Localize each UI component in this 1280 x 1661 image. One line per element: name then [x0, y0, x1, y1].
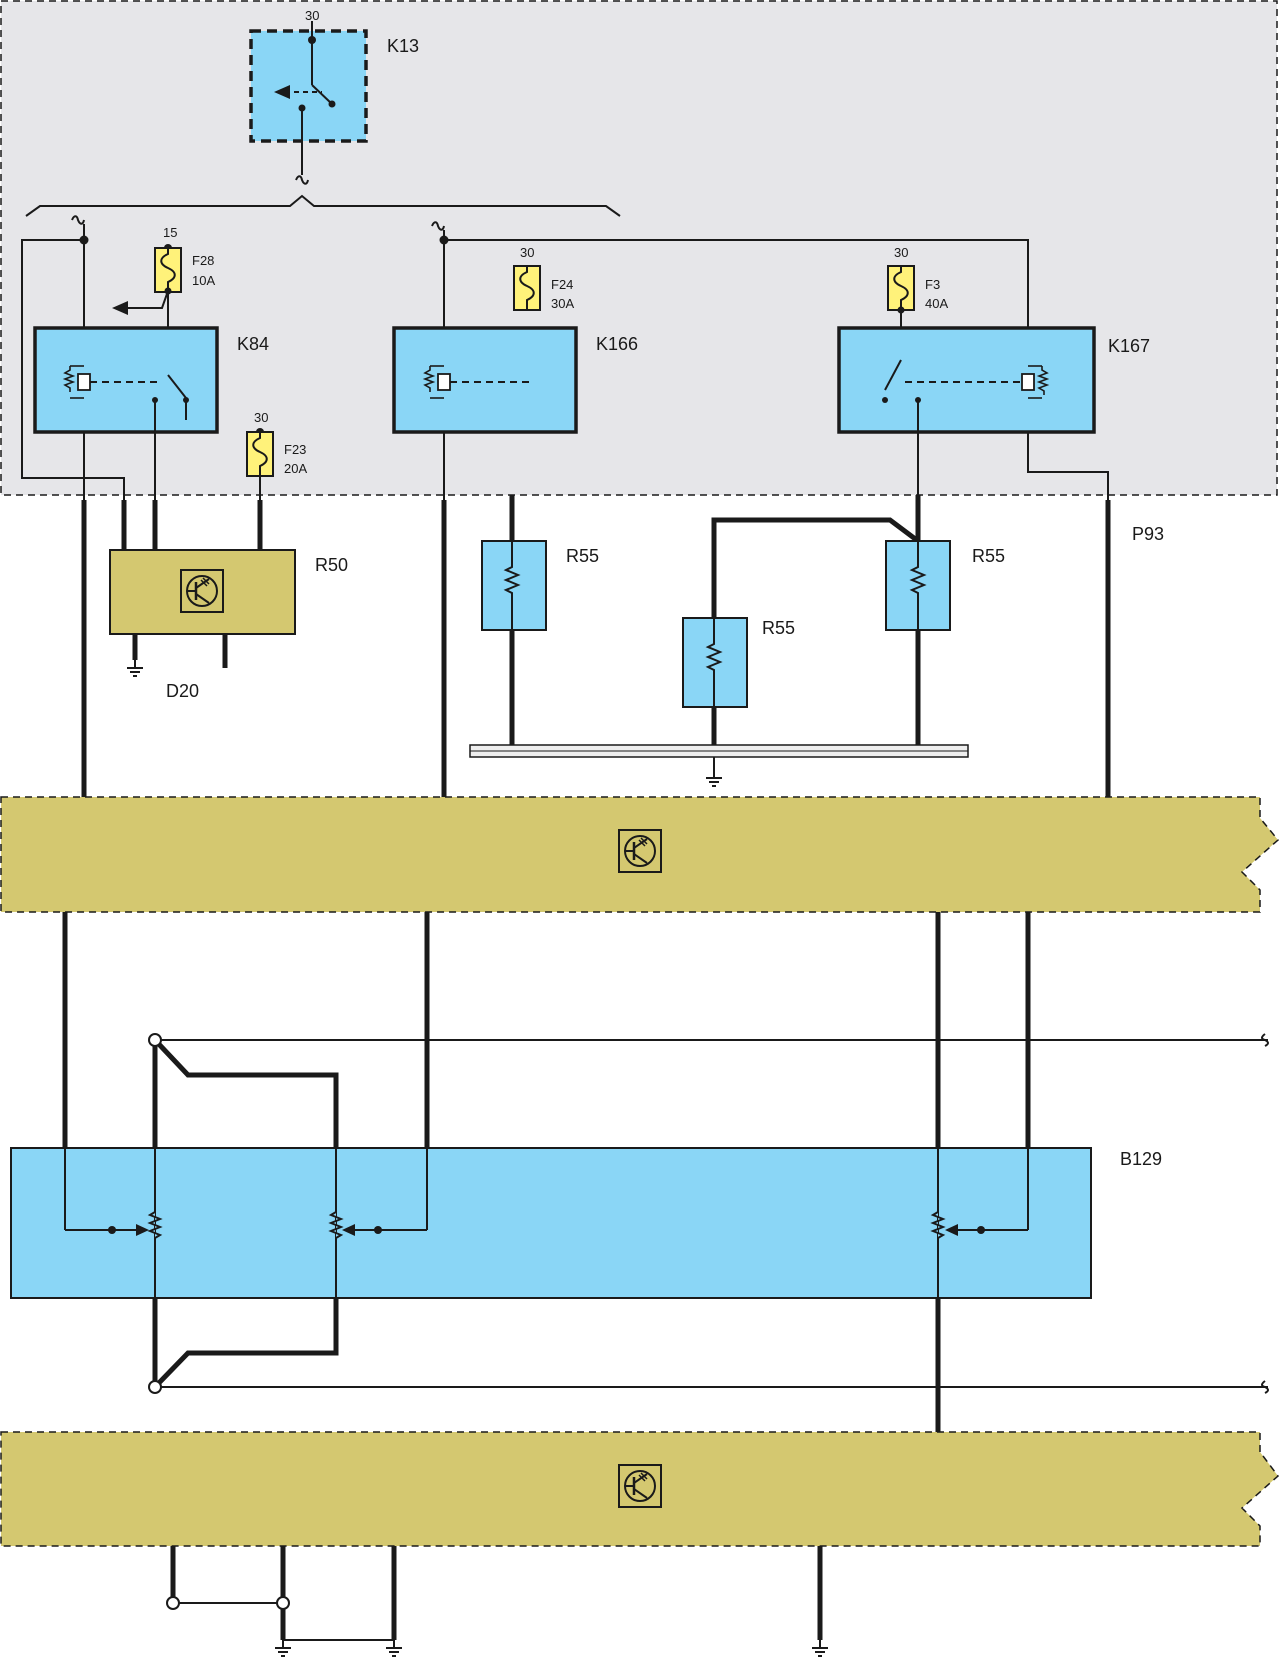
d20-label: D20	[166, 681, 199, 701]
d20-ground-icon	[126, 659, 144, 677]
fuse-f3	[887, 265, 915, 311]
relay-k166	[392, 326, 578, 434]
f24-name-label: F24	[551, 277, 573, 292]
ground-icon-1	[274, 1639, 292, 1657]
f3-pin-label: 30	[894, 245, 908, 260]
ground-icon-3	[811, 1639, 829, 1657]
fuse-f28	[154, 247, 182, 293]
r55-b-label: R55	[762, 618, 795, 638]
wire-bracket	[25, 194, 621, 217]
fuse-f24	[513, 265, 541, 311]
r55-a-label: R55	[566, 546, 599, 566]
k166-label: K166	[596, 334, 638, 354]
ground-icon-2	[385, 1639, 403, 1657]
module-r50	[109, 549, 296, 635]
fuse-f23	[246, 431, 274, 477]
f23-pin-label: 30	[254, 410, 268, 425]
control-unit-upper	[0, 796, 1280, 913]
f24-pin-label: 30	[520, 245, 534, 260]
k13-label: K13	[387, 36, 419, 56]
resistor-r55-a	[481, 540, 547, 631]
r50-label: R50	[315, 555, 348, 575]
f28-pin-label: 15	[163, 225, 177, 240]
f3-name-label: F3	[925, 277, 940, 292]
bus-ground-icon	[705, 769, 723, 787]
r55-c-label: R55	[972, 546, 1005, 566]
relay-k167	[837, 326, 1096, 434]
p93-label: P93	[1132, 524, 1164, 544]
f28-rating-label: 10A	[192, 273, 215, 288]
k84-label: K84	[237, 334, 269, 354]
f28-name-label: F28	[192, 253, 214, 268]
f24-rating-label: 30A	[551, 296, 574, 311]
k13-pin-label: 30	[305, 8, 319, 23]
relay-k13	[249, 21, 368, 185]
f23-rating-label: 20A	[284, 461, 307, 476]
relay-k84	[33, 326, 219, 434]
f3-rating-label: 40A	[925, 296, 948, 311]
control-unit-lower	[0, 1431, 1280, 1547]
b129-label: B129	[1120, 1149, 1162, 1169]
sensor-b129	[10, 1147, 1092, 1299]
k167-label: K167	[1108, 336, 1150, 356]
f23-name-label: F23	[284, 442, 306, 457]
